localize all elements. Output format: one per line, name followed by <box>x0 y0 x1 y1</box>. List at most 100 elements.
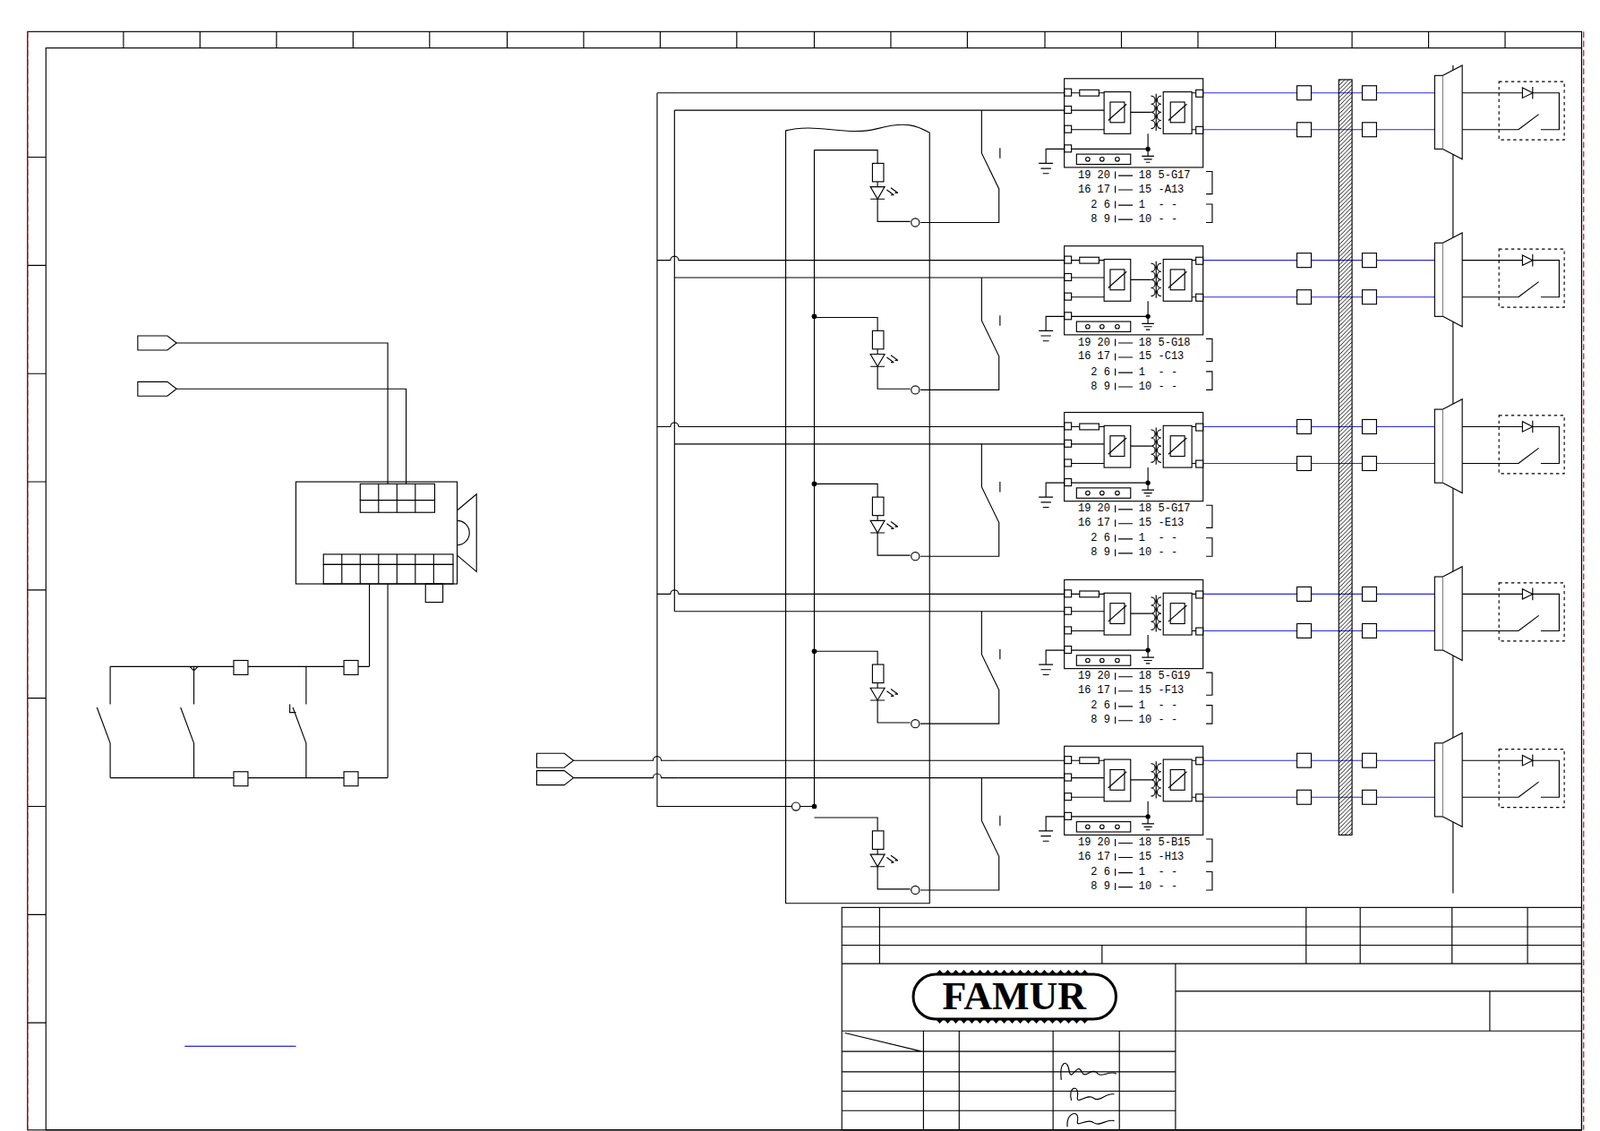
frame-inner <box>45 48 1582 1130</box>
terminal-label: 2 6 <box>1090 199 1111 212</box>
switch-symbol <box>96 666 111 778</box>
frame-outer <box>27 31 1583 1130</box>
terminal-label: 8 9 <box>1090 881 1111 893</box>
connector-square <box>233 660 249 676</box>
signature <box>1070 1087 1115 1101</box>
terminal-label: 10 <box>1138 881 1152 893</box>
terminal-label: 19 20 <box>1078 337 1111 350</box>
terminal-label: 2 6 <box>1090 532 1111 545</box>
logo-text: FAMUR <box>942 976 1087 1017</box>
title-block <box>841 906 1582 1130</box>
terminal-label: 10 <box>1138 714 1152 727</box>
terminal-label: 5-G18 <box>1158 337 1191 350</box>
wall-barrier <box>1338 79 1352 836</box>
signature <box>1060 1062 1117 1080</box>
bus-wire <box>657 93 679 111</box>
terminal-label: 1 <box>1138 532 1146 545</box>
relay-row <box>678 732 1565 894</box>
terminal-label: - - <box>1158 199 1179 212</box>
terminal-label: - - <box>1158 213 1179 226</box>
terminal-label: 16 17 <box>1078 184 1111 197</box>
terminal-label: 18 <box>1138 670 1152 683</box>
bus-wire <box>573 756 678 779</box>
terminal-label: 15 <box>1138 184 1152 197</box>
terminal-label: 18 <box>1138 503 1152 515</box>
terminal-label: 15 <box>1138 684 1152 697</box>
terminal-divider <box>378 483 416 513</box>
switch-symbol <box>180 666 198 778</box>
title-block-frame <box>841 906 1582 1130</box>
terminal-label: 15 <box>1138 851 1152 864</box>
wire <box>176 342 406 484</box>
terminal-label: 18 <box>1138 837 1152 849</box>
connector-square <box>343 660 359 676</box>
table-lines <box>841 963 1582 1130</box>
terminal-label: -F13 <box>1158 684 1185 697</box>
terminal-label: 2 6 <box>1090 367 1111 379</box>
relay-row <box>678 232 1565 394</box>
terminal-label: - - <box>1158 381 1179 394</box>
terminal-label: 8 9 <box>1090 213 1111 226</box>
terminal-label: 5-G17 <box>1158 503 1191 515</box>
terminal-label: - - <box>1158 547 1179 559</box>
terminal-label: 10 <box>1138 381 1152 394</box>
terminal-label: - - <box>1158 714 1179 727</box>
wire <box>110 583 388 779</box>
terminal-label: 18 <box>1138 170 1152 182</box>
terminal-label: 8 9 <box>1090 547 1111 559</box>
table-lines <box>841 906 1582 964</box>
terminal-label: - - <box>1158 700 1179 712</box>
signature <box>1067 1113 1115 1128</box>
blue-line <box>184 1045 296 1047</box>
relay-row <box>678 65 1565 227</box>
terminal-label: 5-G19 <box>1158 670 1191 683</box>
terminal-label: -H13 <box>1158 851 1185 864</box>
terminal-label: 5-B15 <box>1158 837 1191 849</box>
terminal-label: 1 <box>1138 866 1146 879</box>
connector-square <box>233 771 249 787</box>
terminal-label: - - <box>1158 532 1179 545</box>
terminal-label: - - <box>1158 881 1179 893</box>
connector-tag <box>536 752 574 785</box>
cut-line <box>27 31 1584 1130</box>
terminal-label: 19 20 <box>1078 670 1111 683</box>
bus-wire <box>657 93 815 807</box>
terminal-label: 19 20 <box>1078 837 1111 849</box>
connector-tag <box>137 335 177 396</box>
terminal-divider <box>342 554 435 584</box>
terminal-label: 15 <box>1138 350 1152 363</box>
terminal-label: 1 <box>1138 700 1146 712</box>
buzzer-symbol <box>457 494 478 573</box>
terminal-label: 19 20 <box>1078 503 1111 515</box>
terminal-label: 16 17 <box>1078 684 1111 697</box>
terminal-label: 10 <box>1138 547 1152 559</box>
terminal-label: 1 <box>1138 199 1146 212</box>
terminal-circle <box>791 802 800 811</box>
terminal-label: 15 <box>1138 517 1152 530</box>
switch-symbol <box>290 666 307 778</box>
relay-row <box>678 566 1565 728</box>
junction-dot <box>812 804 817 809</box>
terminal-label: -E13 <box>1158 517 1185 530</box>
terminal-label: 16 17 <box>1078 517 1111 530</box>
common-wire <box>813 150 815 807</box>
bus-wire <box>657 256 679 612</box>
terminal-label: 19 20 <box>1078 170 1111 182</box>
terminal-label: -C13 <box>1158 350 1185 363</box>
terminal-label: 16 17 <box>1078 350 1111 363</box>
unit-housing <box>296 481 458 584</box>
terminal-label: 10 <box>1138 213 1152 226</box>
logo-border <box>913 974 1116 1019</box>
terminal-label: 8 9 <box>1090 714 1111 727</box>
terminal-label: 1 <box>1138 367 1146 379</box>
grid-ticks <box>123 31 1506 48</box>
terminal-label: 16 17 <box>1078 851 1111 864</box>
terminal-label: 18 <box>1138 337 1152 350</box>
connector-square <box>343 771 359 787</box>
grid-ticks <box>27 157 47 1024</box>
sheet-frame <box>27 31 1584 1130</box>
relay-row <box>678 399 1565 561</box>
